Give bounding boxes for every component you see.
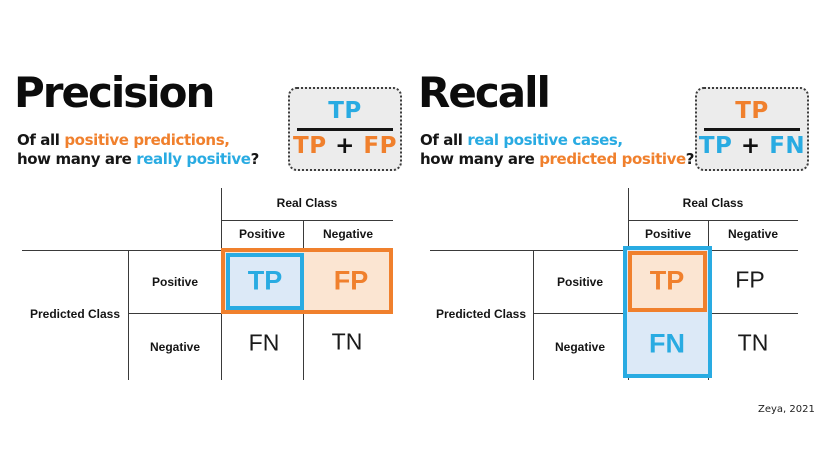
precision-real-class-header: Real Class xyxy=(276,196,338,210)
precision-col-negative-header: Negative xyxy=(322,227,374,241)
precision-subtitle-line2-prefix: how many are xyxy=(17,150,137,168)
recall-formula-numerator: TP xyxy=(735,98,769,125)
precision-subtitle-line1-highlight: positive predictions, xyxy=(64,131,230,149)
recall-den-plus: + xyxy=(740,132,761,159)
divider-line xyxy=(221,220,393,221)
recall-tn-cell: TN xyxy=(737,329,769,356)
precision-predicted-class-header: Predicted Class xyxy=(29,307,121,321)
fraction-bar xyxy=(704,127,800,131)
recall-subtitle-line1-prefix: Of all xyxy=(420,131,468,149)
recall-subtitle-line2-suffix: ? xyxy=(685,150,695,168)
recall-row-negative-header: Negative xyxy=(554,340,606,354)
precision-formula-box: TP TP + FP xyxy=(288,87,402,171)
recall-fn-cell: FN xyxy=(649,328,685,359)
recall-predicted-class-header: Predicted Class xyxy=(435,307,527,321)
precision-formula-numerator: TP xyxy=(328,98,362,125)
precision-den-plus: + xyxy=(335,132,355,159)
recall-formula-denominator: TP + FN xyxy=(698,132,806,159)
recall-subtitle-line2-highlight: predicted positive xyxy=(539,150,686,168)
precision-tp-cell-highlight xyxy=(226,253,304,310)
precision-tp-cell: TP xyxy=(247,265,283,296)
recall-row-positive-header: Positive xyxy=(556,275,604,289)
divider-line xyxy=(430,250,798,251)
recall-subtitle-line1-highlight: real positive cases, xyxy=(467,131,623,149)
divider-line xyxy=(128,250,129,380)
precision-formula-denominator: TP + FP xyxy=(293,132,397,159)
precision-fn-cell: FN xyxy=(248,329,280,356)
precision-tn-cell: TN xyxy=(331,328,363,355)
divider-line xyxy=(628,220,798,221)
precision-subtitle-line2-highlight: really positive xyxy=(136,150,251,168)
recall-den-tp: TP xyxy=(698,132,733,159)
recall-formula-box: TP TP + FN xyxy=(695,87,809,171)
recall-col-negative-header: Negative xyxy=(727,227,779,241)
recall-tp-cell: TP xyxy=(649,265,685,296)
recall-col-positive-header: Positive xyxy=(644,227,692,241)
precision-den-tp: TP xyxy=(293,132,327,159)
precision-row-positive-header: Positive xyxy=(151,275,199,289)
precision-title: Precision xyxy=(14,68,215,117)
precision-row-negative-header: Negative xyxy=(149,340,201,354)
precision-den-fp: FP xyxy=(363,132,397,159)
precision-subtitle-line1-prefix: Of all xyxy=(17,131,65,149)
recall-den-fn: FN xyxy=(769,132,806,159)
precision-subtitle: Of all positive predictions, how many ar… xyxy=(17,131,259,169)
precision-fp-cell: FP xyxy=(333,265,369,296)
recall-subtitle-line2-prefix: how many are xyxy=(420,150,540,168)
fraction-bar xyxy=(297,127,393,131)
recall-real-class-header: Real Class xyxy=(682,196,744,210)
recall-subtitle: Of all real positive cases, how many are… xyxy=(420,131,695,169)
precision-col-positive-header: Positive xyxy=(238,227,286,241)
recall-title: Recall xyxy=(418,68,551,117)
divider-line xyxy=(533,250,534,380)
recall-tp-cell-highlight xyxy=(628,251,707,312)
author-signature: Zeya, 2021 xyxy=(758,404,815,415)
precision-subtitle-line2-suffix: ? xyxy=(250,150,260,168)
divider-line xyxy=(22,250,393,251)
recall-fp-cell: FP xyxy=(735,266,765,293)
